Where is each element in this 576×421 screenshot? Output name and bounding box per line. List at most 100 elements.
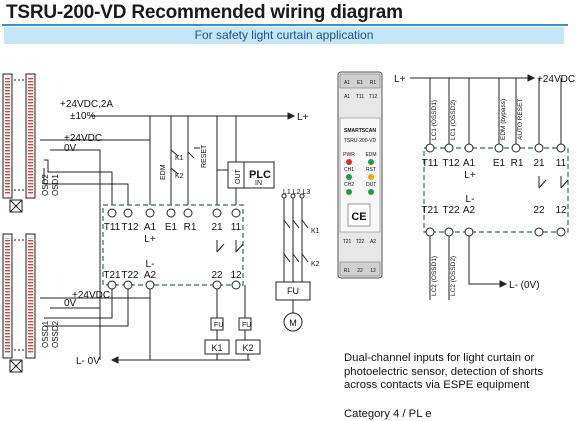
left-terminal-11: 11 <box>231 222 242 233</box>
left-wiring <box>40 112 296 364</box>
right-terminal-t11: T11 <box>422 158 439 169</box>
title-underline <box>2 24 568 26</box>
contactor-k1-label: K1 <box>311 228 320 235</box>
phases-label: L1 L2 L3 <box>283 189 310 196</box>
right-a1-sign: L+ <box>464 170 476 181</box>
device-bot2-r1: R1 <box>344 268 351 274</box>
lc1-ossd2-label: LC1 (OSSD2) <box>450 100 457 140</box>
right-terminal-12: 12 <box>555 205 567 216</box>
right-wiring <box>410 74 562 300</box>
device-top-r1: R1 <box>370 80 377 86</box>
right-relay-block <box>423 143 569 237</box>
right-terminal-a2: A2 <box>463 205 476 216</box>
left-terminal-t11: T11 <box>104 222 121 233</box>
device-top2-t12: T12 <box>369 94 378 100</box>
lc2-ossd1-label: LC2 (OSSD1) <box>431 256 438 296</box>
left-a2-sign: L- <box>146 259 155 270</box>
contactor-k2-label: K2 <box>311 261 320 268</box>
edm-label: EDM <box>160 164 167 180</box>
light-curtain-2 <box>2 233 36 373</box>
device-bot2-22: 22 <box>357 268 363 274</box>
led-pwr-label: PWR <box>343 152 355 158</box>
device-bot-t21: T21 <box>343 239 352 245</box>
right-terminal-22: 22 <box>533 205 545 216</box>
device-bot-a2: A2 <box>370 239 376 245</box>
reset-label: RESET <box>201 144 208 168</box>
edm-k2-label: K2 <box>175 173 184 180</box>
right-terminal-21: 21 <box>533 158 545 169</box>
motor-label: M <box>289 318 297 328</box>
sensor1-0v-label: 0V <box>64 143 77 154</box>
left-terminal-22: 22 <box>211 270 223 281</box>
right-terminal-t22: T22 <box>442 205 460 216</box>
right-a2-sign: L- <box>466 194 475 205</box>
edm-k1-label: K1 <box>175 155 184 162</box>
device-top2-t11: T11 <box>356 94 364 100</box>
left-a1-sign: L+ <box>144 234 156 245</box>
right-l-minus-label: L- (0V) <box>509 280 540 291</box>
device-model: TSRU-200-VD <box>344 138 377 144</box>
right-reset-label: AUTO RESET <box>517 99 524 140</box>
right-l-plus-label: L+ <box>394 74 406 85</box>
l-minus-0v-label: L- 0V <box>76 356 100 367</box>
description-text: Dual-channel inputs for light curtain or… <box>344 352 544 391</box>
plc-label: PLC <box>249 169 271 181</box>
left-fu1-label: FU <box>214 322 223 329</box>
sensor2-0v-label: 0V <box>64 298 77 309</box>
right-terminal-11: 11 <box>556 158 567 169</box>
application-banner: For safety light curtain application <box>4 27 564 44</box>
category-text: Category 4 / PL e <box>344 408 432 420</box>
led-ch1-label: CH1 <box>344 167 354 173</box>
lc2-ossd2-label: LC2 (OSSD2) <box>450 256 457 296</box>
left-terminal-r1: R1 <box>184 222 197 233</box>
left-terminal-t22: T22 <box>121 270 139 281</box>
device-brand: SMARTSCAN <box>344 128 376 134</box>
left-terminal-a2: A2 <box>144 270 157 281</box>
relay-k1-label: K1 <box>211 343 222 353</box>
plc-out-label: OUT <box>235 169 242 185</box>
left-terminal-12: 12 <box>230 270 242 281</box>
led-edm-label: EDM <box>365 152 376 158</box>
relay-k2-label: K2 <box>242 343 253 353</box>
right-terminal-r1: R1 <box>511 158 524 169</box>
led-rst-label: RST <box>366 167 376 173</box>
led-ch2-label: CH2 <box>344 182 354 188</box>
device-bot-t22: T22 <box>356 239 365 245</box>
right-terminal-e1: E1 <box>493 158 506 169</box>
right-edm-label: EDM (bypass) <box>500 99 507 140</box>
left-terminal-e1: E1 <box>165 222 178 233</box>
left-terminal-t12: T12 <box>121 222 139 233</box>
sensor1-24v-label: +24VDC <box>64 133 102 144</box>
device-top2-a1: A1 <box>344 94 350 100</box>
light-curtain-1 <box>2 73 36 213</box>
device-top-a1: A1 <box>344 80 350 86</box>
tsru-device <box>337 71 383 279</box>
left-terminal-a1: A1 <box>144 222 157 233</box>
left-relay-block <box>102 204 244 290</box>
left-fu2-label: FU <box>242 322 251 329</box>
tolerance-label: ±10% <box>70 111 96 122</box>
plc-box <box>227 161 275 189</box>
right-terminal-t21: T21 <box>421 205 439 216</box>
device-top-e1: E1 <box>357 80 363 86</box>
right-terminal-a1: A1 <box>463 158 476 169</box>
sensor2-ossd2-label: OSSD2 <box>51 320 60 348</box>
page-title: TSRU-200-VD Recommended wiring diagram <box>6 2 403 23</box>
sensor1-osd2-label: OSD2 <box>41 174 50 196</box>
left-terminal-t21: T21 <box>103 270 121 281</box>
plc-in-label: IN <box>255 180 262 187</box>
sensor2-24v-label: +24VDC <box>72 290 110 301</box>
left-terminal-21: 21 <box>211 222 223 233</box>
right-terminal-t12: T12 <box>442 158 460 169</box>
supply-label: +24VDC,2A <box>60 99 113 110</box>
lc1-ossd1-label: LC1 (OSSD1) <box>431 100 438 140</box>
sensor1-osd1-label: OSD1 <box>51 174 60 196</box>
device-bot2-12: 12 <box>370 268 376 274</box>
motor-fu-label: FU <box>287 286 299 296</box>
right-supply-label: +24VDC <box>537 74 575 85</box>
motor-circuit <box>275 193 311 332</box>
sensor2-ossd1-label: OSSD1 <box>41 320 50 348</box>
ce-mark: CE <box>351 211 366 223</box>
l-plus-label: L+ <box>297 112 309 123</box>
